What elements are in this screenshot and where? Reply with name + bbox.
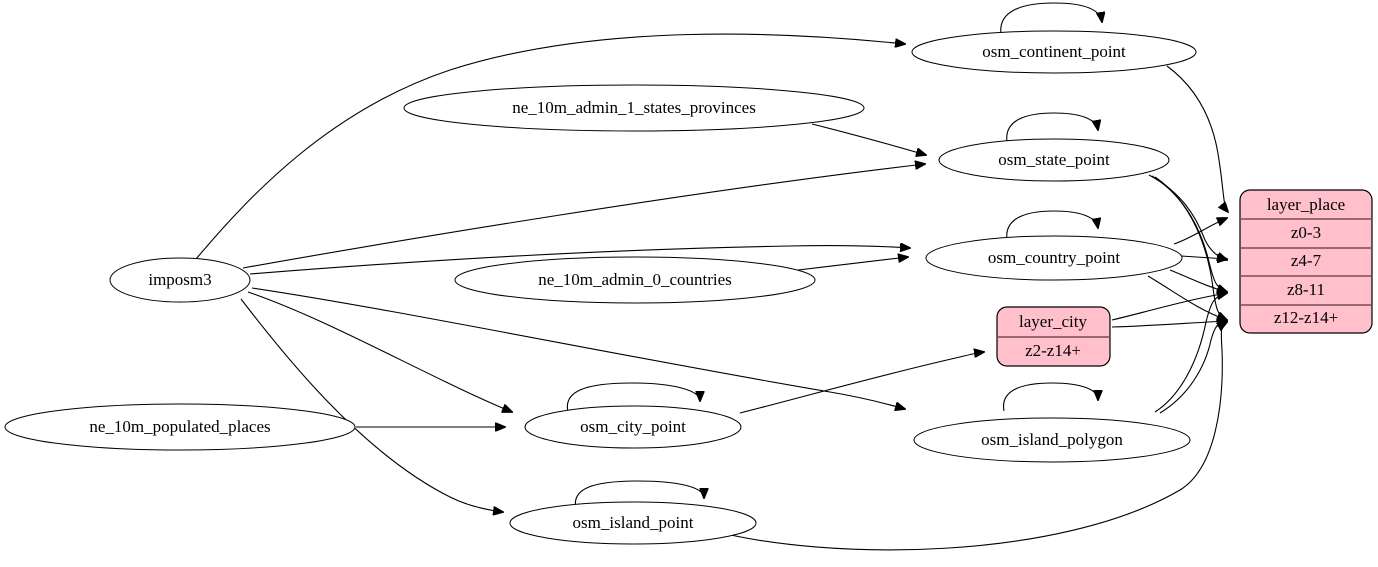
node-imposm3-shape[interactable] xyxy=(109,257,251,303)
edge-osm-island-point-to-layer-place-z12-z14 xyxy=(709,322,1227,551)
node-ne-10m-populated-places-label: ne_10m_populated_places xyxy=(89,417,270,436)
edge-imposm3-to-osm-island-point xyxy=(240,298,503,512)
node-ne-10m-admin-0-countries[interactable]: ne_10m_admin_0_countries xyxy=(454,256,816,304)
node-layer: imposm3 ne_10m_populated_places ne_10m_a… xyxy=(4,30,1197,545)
edge-imposm3-to-osm-country-point xyxy=(249,246,910,275)
record-layer: layer_city z2-z14+ layer_place z0-3 z4-7… xyxy=(996,189,1373,367)
node-osm-island-point-shape[interactable] xyxy=(509,501,757,545)
node-imposm3[interactable]: imposm3 xyxy=(109,257,251,303)
record-layer-place-row-z0-3[interactable]: z0-3 xyxy=(1291,223,1321,242)
selfloop-osm-island-point xyxy=(574,480,704,510)
edge-layer-city-to-layer-place-z12-z14 xyxy=(1111,321,1227,328)
record-layer-place-row-z8-11[interactable]: z8-11 xyxy=(1287,280,1325,299)
edge-imposm3-to-osm-city-point xyxy=(247,291,512,412)
edge-osm-state-point-to-layer-place-z8-11 xyxy=(1151,175,1227,292)
node-osm-continent-point-label: osm_continent_point xyxy=(982,42,1126,61)
edge-ne-states-to-osm-state-point xyxy=(811,123,926,155)
node-osm-island-polygon[interactable]: osm_island_polygon xyxy=(913,417,1191,463)
record-layer-place-row-z4-7[interactable]: z4-7 xyxy=(1291,251,1322,270)
edge-osm-city-point-to-layer-city xyxy=(739,352,984,414)
node-ne-10m-admin-1-states-provinces-shape[interactable] xyxy=(403,84,865,132)
edge-osm-country-point-to-layer-place-z0-3 xyxy=(1173,218,1227,245)
record-layer-city-row-z2-z14[interactable]: z2-z14+ xyxy=(1025,341,1081,360)
edge-osm-island-polygon-to-layer-place-z8-11 xyxy=(1154,293,1227,413)
record-layer-place-title: layer_place xyxy=(1267,195,1345,214)
edge-osm-country-point-to-layer-place-z8-11 xyxy=(1169,269,1227,292)
node-osm-island-polygon-label: osm_island_polygon xyxy=(981,430,1123,449)
edge-layer-city-to-layer-place-z8-11 xyxy=(1111,293,1227,321)
node-osm-city-point-shape[interactable] xyxy=(524,405,742,449)
node-osm-country-point-shape[interactable] xyxy=(925,235,1183,281)
selfloop-osm-continent-point xyxy=(1000,2,1102,35)
edge-osm-continent-point-to-layer-place-z0-3 xyxy=(1166,65,1228,212)
edge-imposm3-to-osm-continent-point xyxy=(195,33,905,260)
node-osm-city-point[interactable]: osm_city_point xyxy=(524,405,742,449)
edge-layer xyxy=(195,2,1228,551)
selfloop-osm-city-point xyxy=(566,382,700,413)
edge-imposm3-to-osm-island-polygon xyxy=(251,287,905,409)
node-ne-10m-populated-places-shape[interactable] xyxy=(4,403,356,451)
node-osm-city-point-label: osm_city_point xyxy=(580,417,686,436)
node-osm-island-point-label: osm_island_point xyxy=(573,513,694,532)
edge-osm-country-point-to-layer-place-z4-7 xyxy=(1180,256,1227,259)
record-layer-place[interactable]: layer_place z0-3 z4-7 z8-11 z12-z14+ xyxy=(1239,189,1373,334)
node-ne-10m-populated-places[interactable]: ne_10m_populated_places xyxy=(4,403,356,451)
node-ne-10m-admin-1-states-provinces[interactable]: ne_10m_admin_1_states_provinces xyxy=(403,84,865,132)
node-osm-country-point[interactable]: osm_country_point xyxy=(925,235,1183,281)
edge-imposm3-to-osm-state-point xyxy=(242,164,925,269)
record-layer-city[interactable]: layer_city z2-z14+ xyxy=(996,306,1111,367)
node-ne-10m-admin-1-states-provinces-label: ne_10m_admin_1_states_provinces xyxy=(512,98,756,117)
node-ne-10m-admin-0-countries-label: ne_10m_admin_0_countries xyxy=(538,270,732,289)
node-osm-continent-point[interactable]: osm_continent_point xyxy=(911,30,1197,74)
selfloop-osm-island-polygon xyxy=(1003,382,1098,412)
selfloop-osm-country-point xyxy=(1006,210,1098,241)
node-osm-island-point[interactable]: osm_island_point xyxy=(509,501,757,545)
edge-ne-countries-to-osm-country-point xyxy=(789,257,908,272)
node-osm-state-point[interactable]: osm_state_point xyxy=(938,138,1170,182)
node-osm-state-point-label: osm_state_point xyxy=(998,150,1110,169)
selfloop-osm-state-point xyxy=(1006,112,1098,143)
node-osm-island-polygon-shape[interactable] xyxy=(913,417,1191,463)
node-osm-state-point-shape[interactable] xyxy=(938,138,1170,182)
node-ne-10m-admin-0-countries-shape[interactable] xyxy=(454,256,816,304)
node-osm-continent-point-shape[interactable] xyxy=(911,30,1197,74)
record-layer-place-box[interactable] xyxy=(1239,189,1373,334)
record-layer-city-title: layer_city xyxy=(1019,312,1087,331)
record-layer-place-row-z12-z14[interactable]: z12-z14+ xyxy=(1274,308,1338,327)
node-osm-country-point-label: osm_country_point xyxy=(988,248,1120,267)
node-imposm3-label: imposm3 xyxy=(148,270,211,289)
